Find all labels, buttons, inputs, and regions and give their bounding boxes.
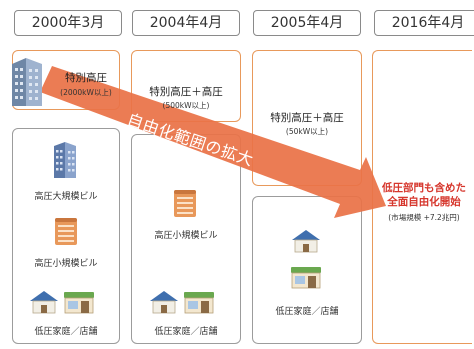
tier-box-2016 (372, 50, 472, 344)
full-liberalization-line1: 低圧部門も含めた (382, 182, 466, 194)
customer-box-2004 (131, 134, 241, 344)
arrow-shape (40, 66, 386, 218)
shop-icon (184, 292, 214, 314)
customer-label-2000-1: 高圧小規模ビル (34, 259, 98, 269)
shop-icon (291, 267, 321, 289)
house-icon (150, 291, 178, 314)
customer-label-2000-2: 低圧家庭／店舗 (34, 327, 98, 337)
tier-title-2005: 特別高圧＋高圧 (270, 112, 344, 124)
year-tab-2000: 2000年3月 (14, 10, 122, 36)
house-icon (292, 230, 320, 253)
house-icon (30, 291, 58, 314)
large-building-icon (54, 142, 76, 178)
tier-title-2004: 特別高圧＋高圧 (149, 86, 223, 98)
tier-threshold-2000: (2000kW以上) (60, 88, 112, 97)
small-building-icon (55, 218, 77, 245)
customer-label-2000-0: 高圧大規模ビル (34, 192, 98, 202)
customer-label-2004-0: 高圧小規模ビル (154, 231, 218, 241)
year-tab-2005: 2005年4月 (253, 10, 361, 36)
tier-title-2000: 特別高圧 (65, 72, 107, 84)
office-tower-icon (12, 58, 42, 106)
market-size-note: (市場規模 +7.2兆円) (388, 213, 460, 222)
customer-label-2004-1: 低圧家庭／店舗 (154, 327, 218, 337)
year-tab-2004: 2004年4月 (132, 10, 240, 36)
small-building-icon (174, 190, 196, 217)
customer-label-2005-0: 低圧家庭／店舗 (275, 307, 339, 317)
full-liberalization-line2: 全面自由化開始 (387, 196, 461, 208)
tier-threshold-2005: (50kW以上) (285, 127, 329, 136)
year-tab-2016: 2016年4月 (374, 10, 474, 36)
tier-threshold-2004: (500kW以上) (162, 101, 210, 110)
shop-icon (64, 292, 94, 314)
